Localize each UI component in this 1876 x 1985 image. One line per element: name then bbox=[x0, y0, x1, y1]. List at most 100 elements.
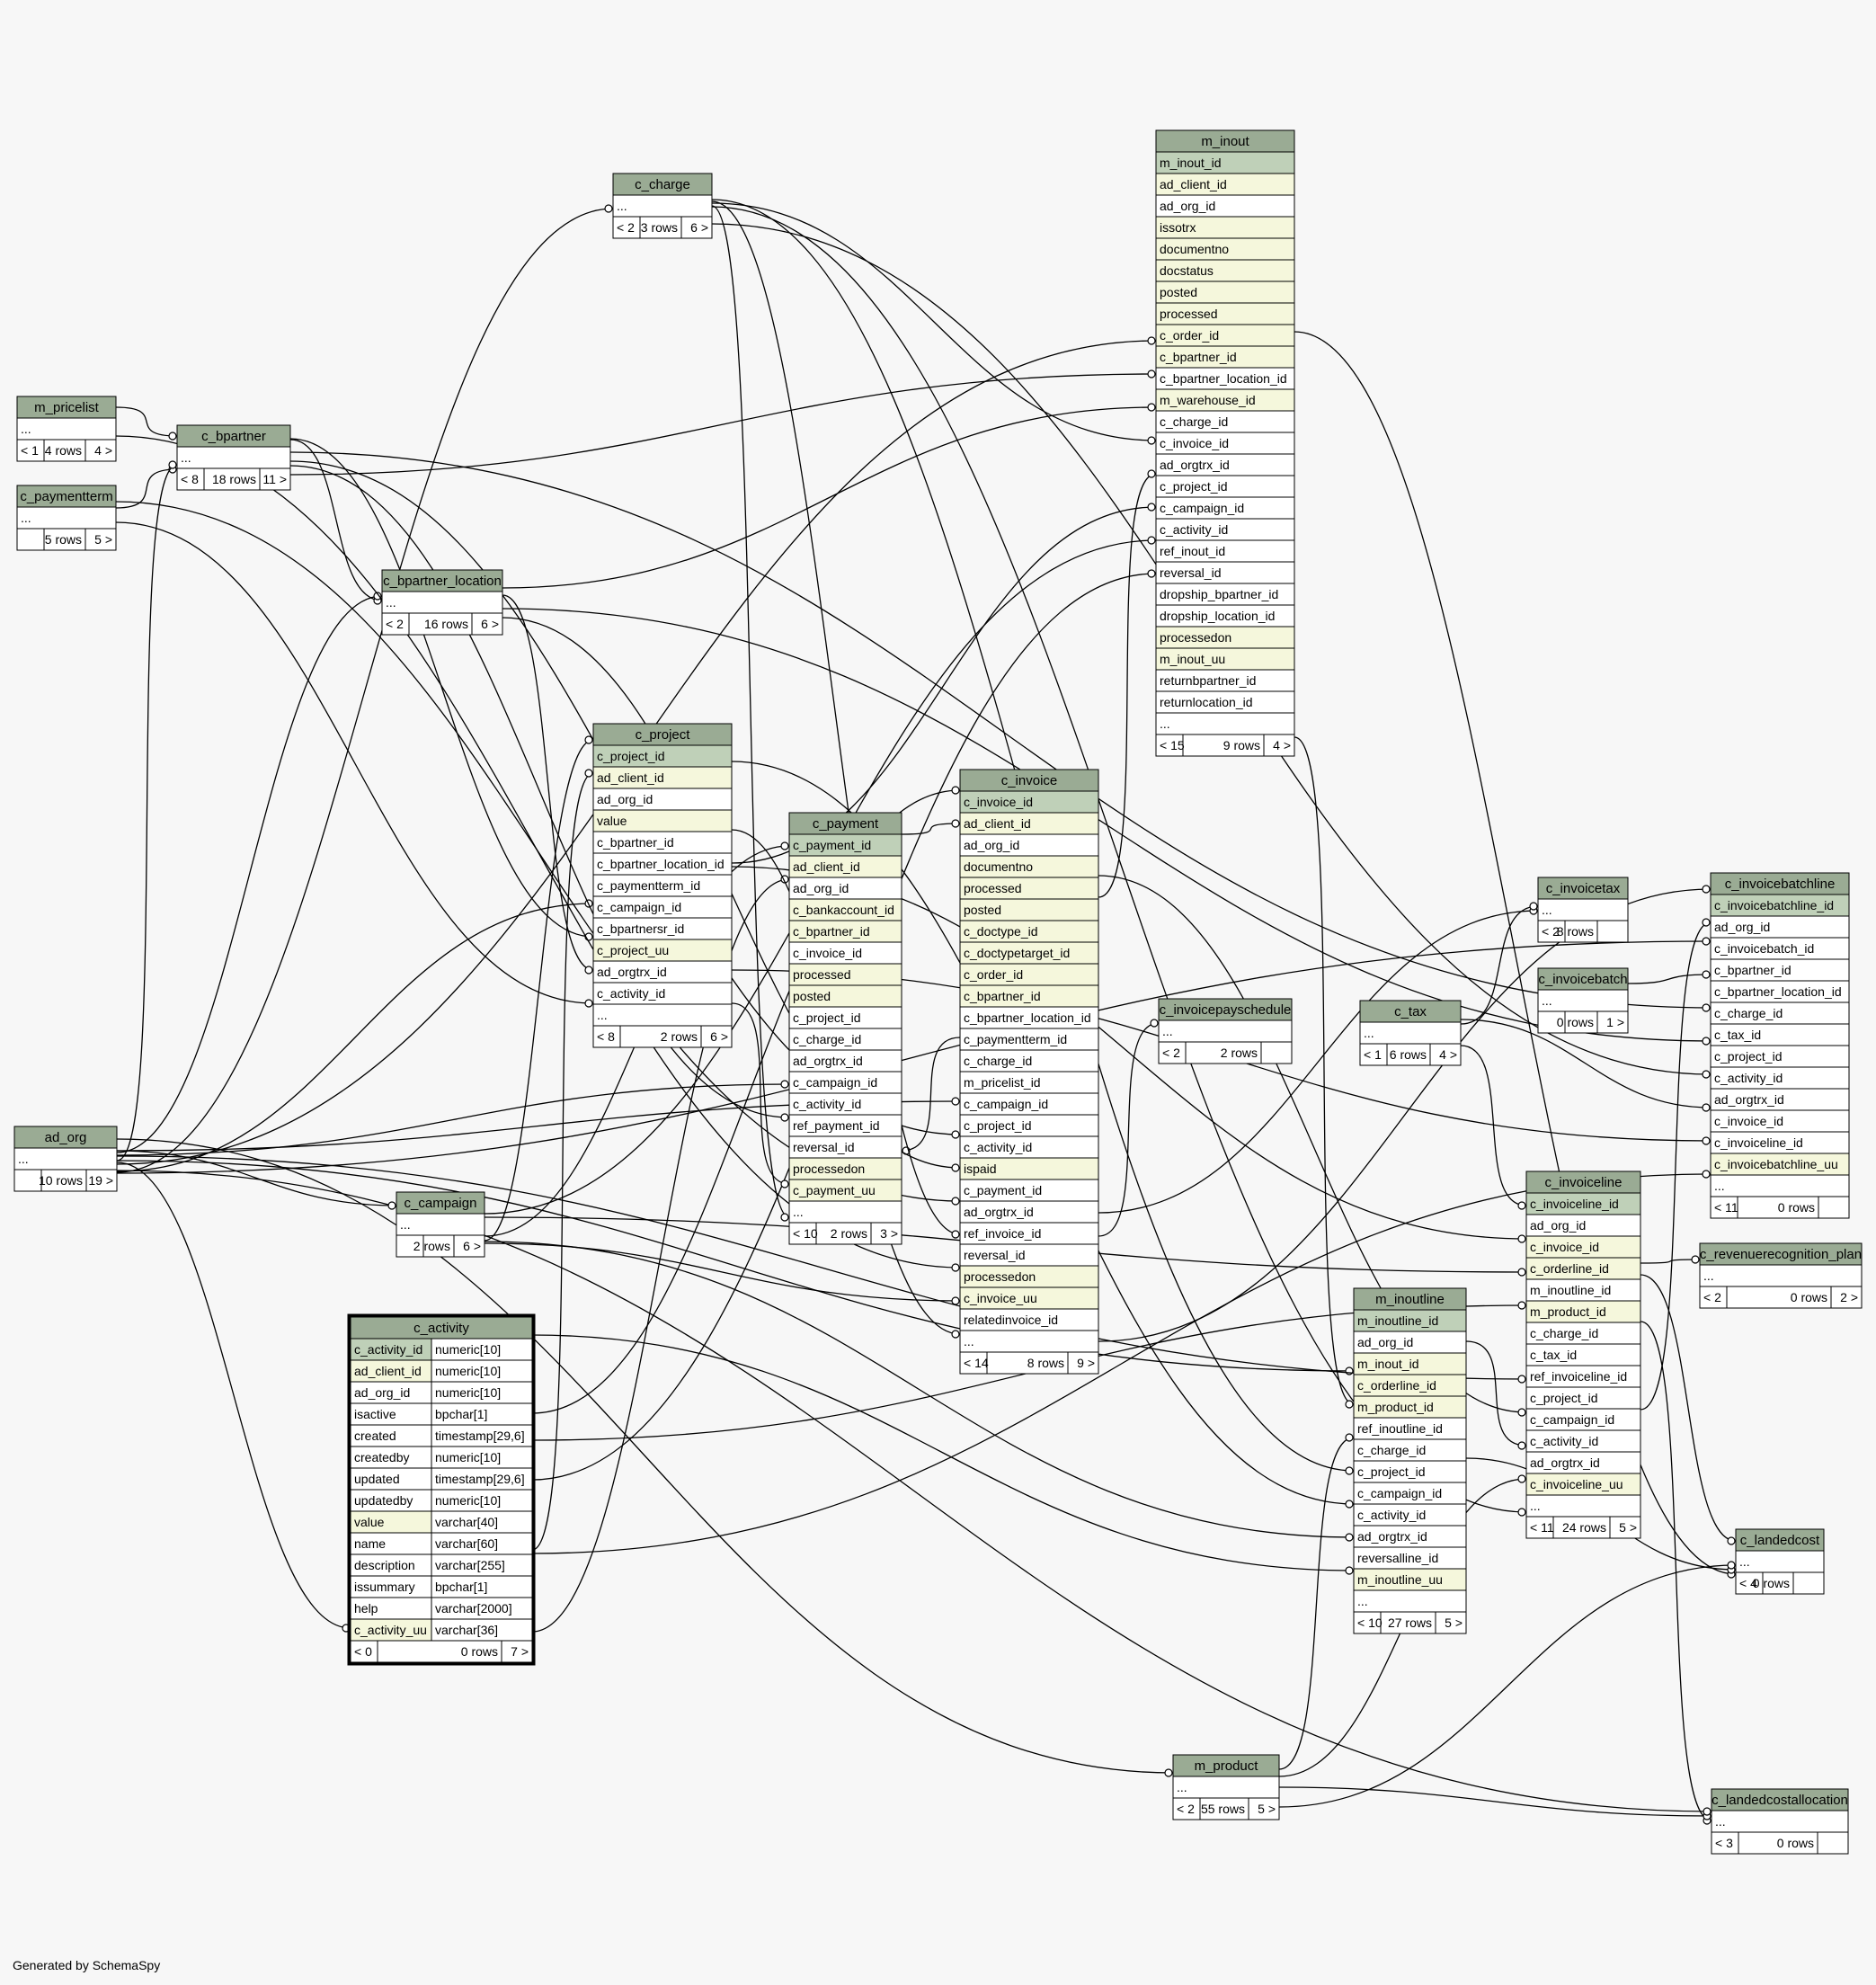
table-c_invoiceline[interactable]: c_invoicelinec_invoiceline_idad_org_idc_… bbox=[1525, 1171, 1641, 1539]
children-count[interactable]: 6 > bbox=[710, 1029, 728, 1044]
table-header[interactable] bbox=[612, 173, 713, 196]
table-c_invoicetax[interactable]: c_invoicetax...< 28 rows bbox=[1537, 877, 1629, 943]
children-count[interactable]: 7 > bbox=[511, 1644, 529, 1659]
table-header[interactable] bbox=[1537, 877, 1629, 900]
column-name: ... bbox=[1703, 1268, 1714, 1283]
table-header[interactable] bbox=[592, 723, 733, 746]
parents-count[interactable]: < 8 bbox=[181, 472, 199, 486]
column-row bbox=[1155, 280, 1295, 304]
crowfoot-marker bbox=[1517, 1301, 1526, 1310]
table-m_inoutline[interactable]: m_inoutlinem_inoutline_idad_org_idm_inou… bbox=[1353, 1287, 1467, 1634]
parents-count[interactable]: < 2 bbox=[1177, 1802, 1195, 1816]
column-row bbox=[1359, 1021, 1462, 1045]
children-count[interactable]: 5 > bbox=[1619, 1520, 1637, 1535]
table-header[interactable] bbox=[1353, 1287, 1467, 1311]
parents-count[interactable]: < 4 bbox=[1739, 1576, 1757, 1590]
table-name: c_tax bbox=[1394, 1004, 1427, 1019]
table-header[interactable] bbox=[959, 769, 1099, 792]
table-c_invoicebatchline[interactable]: c_invoicebatchlinec_invoicebatchline_ida… bbox=[1710, 872, 1850, 1219]
parents-count[interactable]: < 15 bbox=[1160, 738, 1185, 752]
column-type-cell bbox=[431, 1446, 533, 1469]
table-header[interactable] bbox=[1525, 1171, 1641, 1194]
crowfoot-marker bbox=[168, 460, 177, 469]
table-header[interactable] bbox=[1710, 872, 1850, 895]
table-c_invoice[interactable]: c_invoicec_invoice_idad_client_idad_org_… bbox=[959, 769, 1099, 1375]
table-m_inout[interactable]: m_inoutm_inout_idad_client_idad_org_idis… bbox=[1155, 129, 1295, 757]
table-header[interactable] bbox=[350, 1316, 533, 1340]
table-c_landedcost[interactable]: c_landedcost...< 40 rows bbox=[1735, 1528, 1825, 1595]
parents-count[interactable]: < 8 bbox=[597, 1029, 615, 1044]
children-count[interactable]: 2 > bbox=[1840, 1290, 1858, 1304]
parents-count[interactable]: < 11 bbox=[1530, 1520, 1554, 1535]
crowfoot-marker bbox=[951, 1330, 960, 1339]
parents-count[interactable]: < 10 bbox=[793, 1226, 818, 1241]
column-row bbox=[1710, 958, 1850, 982]
column-name: returnlocation_id bbox=[1160, 695, 1253, 709]
children-count[interactable]: 6 > bbox=[481, 617, 499, 631]
relationship-line bbox=[116, 464, 178, 1162]
parents-count[interactable]: < 2 bbox=[1162, 1046, 1180, 1060]
table-name: c_invoicebatchline bbox=[1725, 877, 1836, 892]
column-type: varchar[255] bbox=[435, 1558, 505, 1572]
parents-count[interactable]: < 2 bbox=[386, 617, 404, 631]
parents-count[interactable]: < 2 bbox=[1703, 1290, 1721, 1304]
children-count[interactable]: 19 > bbox=[88, 1173, 113, 1188]
parents-count[interactable]: < 3 bbox=[1715, 1836, 1733, 1850]
parents-count[interactable]: < 1 bbox=[1364, 1047, 1382, 1062]
table-header[interactable] bbox=[396, 1191, 485, 1215]
children-count[interactable]: 4 > bbox=[1439, 1047, 1457, 1062]
table-header[interactable] bbox=[1537, 967, 1629, 991]
crowfoot-marker bbox=[951, 1097, 960, 1106]
parents-count[interactable]: < 14 bbox=[964, 1356, 989, 1370]
table-header[interactable] bbox=[788, 812, 902, 835]
children-count[interactable]: 5 > bbox=[1258, 1802, 1276, 1816]
relationship-line bbox=[116, 940, 1712, 1174]
table-header[interactable] bbox=[1172, 1754, 1280, 1777]
crowfoot-marker bbox=[1529, 902, 1538, 911]
parents-count[interactable]: < 1 bbox=[21, 443, 39, 458]
children-count[interactable]: 5 > bbox=[1445, 1616, 1463, 1630]
table-header[interactable] bbox=[176, 424, 291, 448]
table-c_payment[interactable]: c_paymentc_payment_idad_client_idad_org_… bbox=[788, 812, 902, 1245]
children-count[interactable]: 6 > bbox=[463, 1239, 481, 1253]
table-header[interactable] bbox=[1699, 1242, 1863, 1266]
table-header[interactable] bbox=[1711, 1788, 1849, 1811]
children-count[interactable]: 3 > bbox=[880, 1226, 898, 1241]
table-c_project[interactable]: c_projectc_project_idad_client_idad_org_… bbox=[592, 723, 733, 1048]
children-count[interactable]: 4 > bbox=[1273, 738, 1291, 752]
children-count[interactable]: 5 > bbox=[94, 532, 112, 547]
parents-count[interactable]: < 0 bbox=[354, 1644, 372, 1659]
children-count[interactable]: 9 > bbox=[1077, 1356, 1095, 1370]
parents-count[interactable]: < 2 bbox=[1542, 924, 1560, 939]
column-name: reversalline_id bbox=[1357, 1551, 1438, 1565]
parents-count[interactable]: < 10 bbox=[1357, 1616, 1383, 1630]
children-count[interactable]: 1 > bbox=[1606, 1015, 1624, 1029]
focus-outline bbox=[347, 1313, 536, 1666]
children-count[interactable]: 11 > bbox=[262, 472, 287, 486]
children-count[interactable]: 6 > bbox=[690, 220, 708, 235]
table-header[interactable] bbox=[1359, 1000, 1462, 1023]
parents-count[interactable]: < 2 bbox=[617, 220, 635, 235]
table-header[interactable] bbox=[13, 1126, 118, 1149]
children-count[interactable]: 4 > bbox=[94, 443, 112, 458]
parents-count[interactable]: < 11 bbox=[1714, 1200, 1738, 1215]
column-name: ref_payment_id bbox=[793, 1118, 880, 1133]
crowfoot-marker bbox=[1345, 1466, 1354, 1475]
column-type: numeric[10] bbox=[435, 1385, 501, 1400]
column-row bbox=[959, 1222, 1099, 1245]
table-header[interactable] bbox=[1735, 1528, 1825, 1552]
